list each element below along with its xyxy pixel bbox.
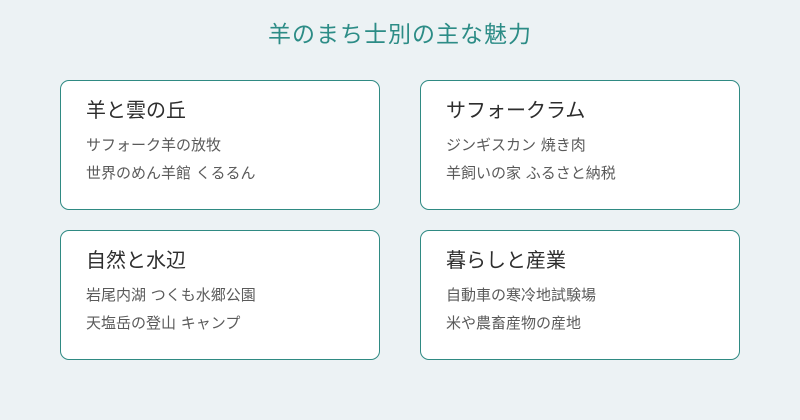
- card-title: サフォークラム: [446, 98, 586, 122]
- card-line: 世界のめん羊館 くるるん: [86, 164, 256, 182]
- card-line: 自動車の寒冷地試験場: [446, 286, 597, 304]
- card-title: 羊と雲の丘: [86, 98, 186, 122]
- card-life-and-industry: 暮らしと産業 自動車の寒冷地試験場 米や農畜産物の産地: [420, 230, 740, 360]
- card-line: 米や農畜産物の産地: [446, 314, 582, 332]
- page-title: 羊のまち士別の主な魅力: [268, 22, 532, 48]
- card-line: サフォーク羊の放牧: [86, 136, 222, 154]
- card-line: 天塩岳の登山 キャンプ: [86, 314, 241, 332]
- card-suffolk-lamb: サフォークラム ジンギスカン 焼き肉 羊飼いの家 ふるさと納税: [420, 80, 740, 210]
- card-line: ジンギスカン 焼き肉: [446, 136, 586, 154]
- card-title: 暮らしと産業: [446, 248, 566, 272]
- card-hill-and-clouds: 羊と雲の丘 サフォーク羊の放牧 世界のめん羊館 くるるん: [60, 80, 380, 210]
- card-line: 岩尾内湖 つくも水郷公園: [86, 286, 256, 304]
- card-title: 自然と水辺: [86, 248, 186, 272]
- card-nature-and-waterside: 自然と水辺 岩尾内湖 つくも水郷公園 天塩岳の登山 キャンプ: [60, 230, 380, 360]
- card-line: 羊飼いの家 ふるさと納税: [446, 164, 616, 182]
